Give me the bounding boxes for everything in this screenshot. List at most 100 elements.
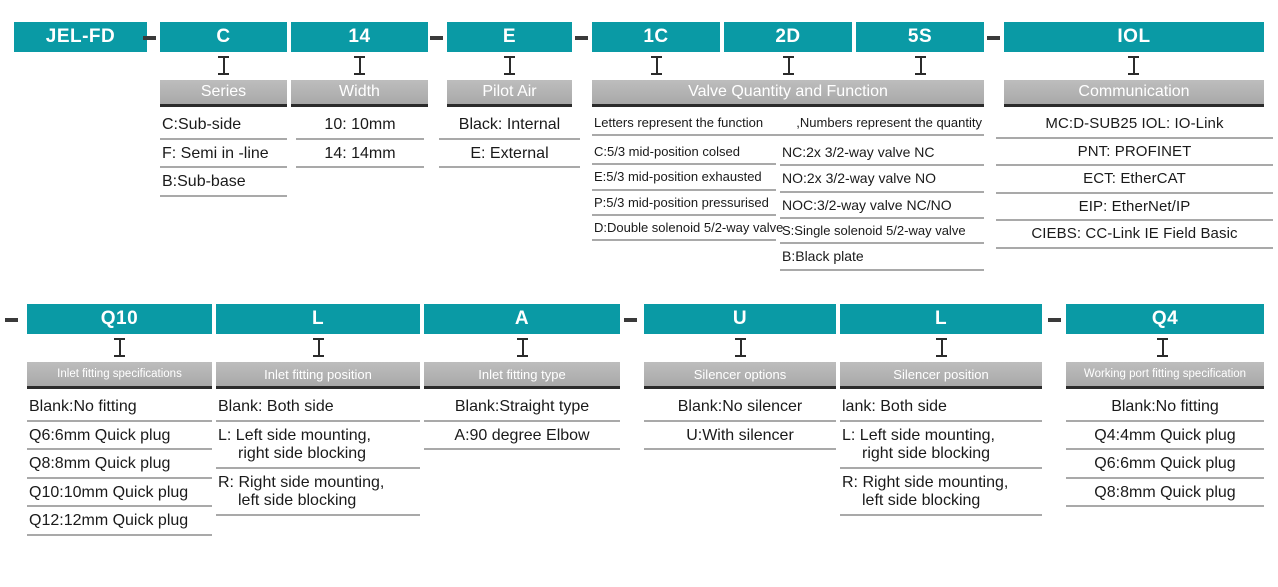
code-box-width: 14: [291, 22, 428, 52]
dash-separator: [987, 36, 1000, 40]
list-item: Blank:No silencer: [644, 393, 836, 422]
connector-tick-series: [218, 56, 229, 75]
valve-note-row: Letters represent the function ,Numbers …: [592, 111, 984, 137]
list-item: E:5/3 mid-position exhausted: [592, 165, 776, 191]
connector-tick-working-port-fitting-specification: [1157, 338, 1168, 357]
list-item: E: External: [439, 140, 580, 169]
list-item: NC:2x 3/2-way valve NC: [780, 140, 984, 167]
list-item: 10: 10mm: [296, 111, 424, 140]
option-list-inlet-fitting-type: Blank:Straight type A:90 degree Elbow: [424, 393, 620, 451]
list-item: Q12:12mm Quick plug: [27, 507, 212, 536]
code-box-communication: IOL: [1004, 22, 1264, 52]
list-item: A:90 degree Elbow: [424, 422, 620, 451]
connector-tick-valve-2: [783, 56, 794, 75]
dash-separator: [5, 318, 18, 322]
list-item: D:Double solenoid 5/2-way valve: [592, 216, 783, 242]
list-item: Blank: Both side: [216, 393, 420, 422]
list-item: Q6:6mm Quick plug: [1066, 450, 1264, 479]
category-header-silencer-position: Silencer position: [840, 362, 1042, 389]
option-list-inlet-fitting-specifications: Blank:No fitting Q6:6mm Quick plug Q8:8m…: [27, 393, 212, 536]
category-header-pilot-air: Pilot Air: [447, 80, 572, 107]
list-item: Black: Internal: [439, 111, 580, 140]
option-list-valve-function: C:5/3 mid-position colsed E:5/3 mid-posi…: [592, 140, 783, 242]
list-item: C:Sub-side: [160, 111, 287, 140]
category-header-width: Width: [291, 80, 428, 107]
category-header-communication: Communication: [1004, 80, 1264, 107]
list-item: 14: 14mm: [296, 140, 424, 169]
category-header-valve-quantity-and-function: Valve Quantity and Function: [592, 80, 984, 107]
option-list-working-port-fitting-specification: Blank:No fitting Q4:4mm Quick plug Q6:6m…: [1066, 393, 1264, 508]
code-box-valve-1: 1C: [592, 22, 720, 52]
connector-tick-inlet-fitting-type: [517, 338, 528, 357]
option-list-series: C:Sub-side F: Semi in -line B:Sub-base: [160, 111, 287, 197]
connector-tick-width: [354, 56, 365, 75]
list-item: EIP: EtherNet/IP: [996, 194, 1273, 221]
option-list-width: 10: 10mm 14: 14mm: [296, 111, 424, 169]
list-item: MC:D-SUB25 IOL: IO-Link: [996, 111, 1273, 139]
option-list-communication: MC:D-SUB25 IOL: IO-Link PNT: PROFINET EC…: [996, 111, 1273, 249]
code-box-pilot-air: E: [447, 22, 572, 52]
code-box-inlet-fitting-specifications: Q10: [27, 304, 212, 334]
list-item: ECT: EtherCAT: [996, 166, 1273, 194]
list-item: NOC:3/2-way valve NC/NO: [780, 193, 984, 220]
list-item: Q4:4mm Quick plug: [1066, 422, 1264, 451]
list-item: S:Single solenoid 5/2-way valve: [780, 219, 984, 245]
connector-tick-valve-3: [915, 56, 926, 75]
option-list-pilot-air: Black: Internal E: External: [439, 111, 580, 169]
dash-separator: [575, 36, 588, 40]
category-header-inlet-fitting-type: Inlet fitting type: [424, 362, 620, 389]
list-item: CIEBS: CC-Link IE Field Basic: [996, 221, 1273, 249]
category-header-silencer-options: Silencer options: [644, 362, 836, 389]
connector-tick-silencer-options: [735, 338, 746, 357]
connector-tick-inlet-fitting-position: [313, 338, 324, 357]
connector-tick-communication: [1128, 56, 1139, 75]
list-item: Letters represent the function ,Numbers …: [592, 111, 984, 137]
category-header-inlet-fitting-position: Inlet fitting position: [216, 362, 420, 389]
list-item: lank: Both side: [840, 393, 1042, 422]
list-item: B:Black plate: [780, 244, 984, 271]
category-header-series: Series: [160, 80, 287, 107]
option-list-silencer-position: lank: Both side L: Left side mounting, r…: [840, 393, 1042, 516]
list-item: right side blocking: [840, 444, 1042, 469]
list-item: NO:2x 3/2-way valve NO: [780, 166, 984, 193]
list-item: L: Left side mounting,: [842, 426, 995, 444]
option-list-inlet-fitting-position: Blank: Both side L: Left side mounting, …: [216, 393, 420, 516]
dash-separator: [143, 36, 156, 40]
connector-tick-pilot-air: [504, 56, 515, 75]
connector-tick-valve-1: [651, 56, 662, 75]
list-item: Blank:No fitting: [27, 393, 212, 422]
dash-separator: [1048, 318, 1061, 322]
list-item: left side blocking: [216, 491, 420, 516]
dash-separator: [430, 36, 443, 40]
option-list-valve-quantity: NC:2x 3/2-way valve NC NO:2x 3/2-way val…: [780, 140, 984, 271]
code-box-prefix: JEL-FD: [14, 22, 147, 52]
list-item: R: Right side mounting,: [842, 473, 1009, 491]
list-item: P:5/3 mid-position pressurised: [592, 191, 776, 216]
code-box-silencer-options: U: [644, 304, 836, 334]
category-header-inlet-fitting-specifications: Inlet fitting specifications: [27, 362, 212, 389]
list-item: PNT: PROFINET: [996, 139, 1273, 166]
list-item: Q8:8mm Quick plug: [1066, 479, 1264, 508]
list-item: C:5/3 mid-position colsed: [592, 140, 776, 166]
dash-separator: [624, 318, 637, 322]
code-box-valve-3: 5S: [856, 22, 984, 52]
valve-note-left: Letters represent the function: [594, 115, 764, 130]
list-item: Q10:10mm Quick plug: [27, 479, 212, 508]
option-list-silencer-options: Blank:No silencer U:With silencer: [644, 393, 836, 451]
code-box-valve-2: 2D: [724, 22, 852, 52]
list-item: Blank:No fitting: [1066, 393, 1264, 422]
code-box-working-port-fitting-specification: Q4: [1066, 304, 1264, 334]
list-item: right side blocking: [216, 444, 420, 469]
list-item: Q6:6mm Quick plug: [27, 422, 212, 451]
code-box-inlet-fitting-position: L: [216, 304, 420, 334]
list-item: left side blocking: [840, 491, 1042, 516]
list-item: Q8:8mm Quick plug: [27, 450, 212, 479]
code-box-silencer-position: L: [840, 304, 1042, 334]
list-item: Blank:Straight type: [424, 393, 620, 422]
list-item: R: Right side mounting,: [218, 473, 385, 491]
connector-tick-silencer-position: [936, 338, 947, 357]
list-item: B:Sub-base: [160, 168, 287, 197]
code-box-inlet-fitting-type: A: [424, 304, 620, 334]
category-header-working-port-fitting-specification: Working port fitting specification: [1066, 362, 1264, 389]
